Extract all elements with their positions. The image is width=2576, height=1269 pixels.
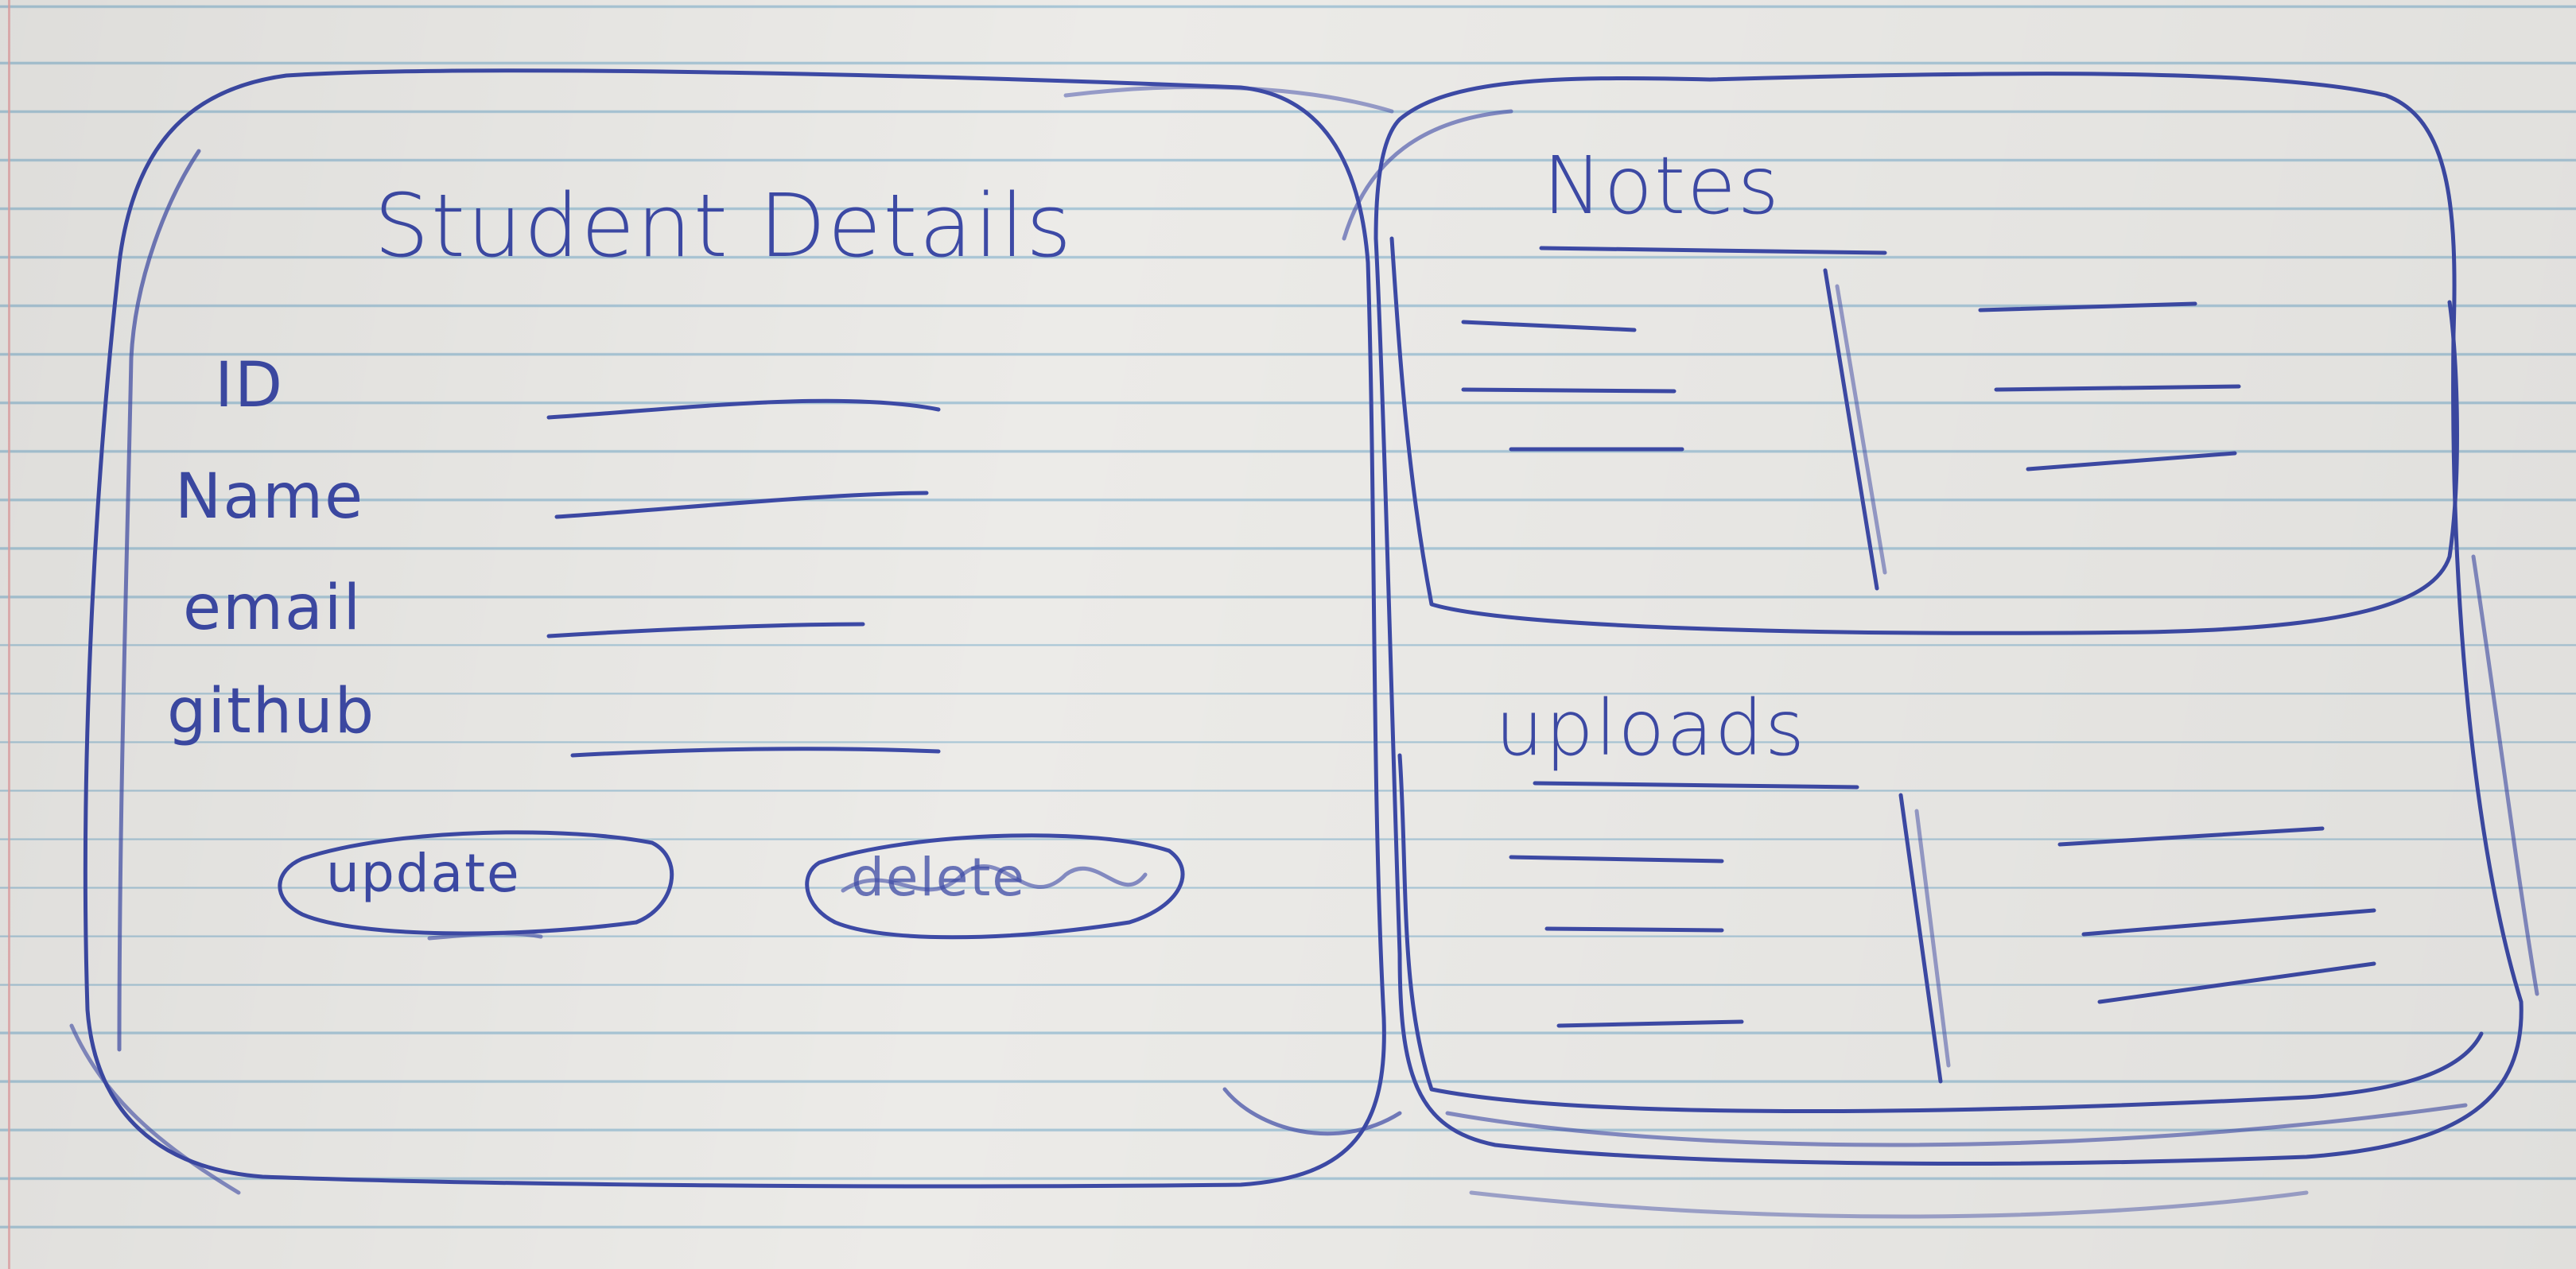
delete-button[interactable]: delete bbox=[851, 847, 1026, 908]
note-line bbox=[1461, 320, 1637, 332]
upload-line bbox=[2097, 961, 2376, 1004]
upload-line bbox=[1509, 855, 1724, 863]
id-field-line bbox=[546, 398, 941, 420]
note-line bbox=[2026, 451, 2237, 472]
upload-line bbox=[1544, 926, 1724, 933]
uploads-title: uploads bbox=[1495, 684, 1806, 773]
right-panel-outline bbox=[1063, 72, 2539, 1219]
name-field-line bbox=[554, 491, 929, 519]
notes-title: Notes bbox=[1543, 139, 1781, 232]
notes-underline bbox=[1539, 246, 1887, 255]
field-label-email: email bbox=[183, 572, 363, 644]
uploads-divider bbox=[1898, 793, 1943, 1084]
notes-box bbox=[1389, 236, 2459, 635]
uploads-box bbox=[1397, 753, 2484, 1113]
note-line bbox=[1994, 384, 2241, 392]
note-line bbox=[1461, 387, 1677, 394]
student-details-title: Student Details bbox=[374, 175, 1074, 277]
update-button[interactable]: update bbox=[326, 843, 521, 904]
uploads-underline bbox=[1533, 781, 1859, 790]
field-label-github: github bbox=[167, 676, 376, 747]
upload-line bbox=[1556, 1019, 1744, 1028]
field-label-id: ID bbox=[215, 350, 285, 421]
notes-divider bbox=[1823, 268, 1879, 591]
field-label-name: Name bbox=[175, 461, 365, 533]
github-field-line bbox=[570, 747, 941, 758]
field-value-lines bbox=[546, 398, 941, 758]
email-field-line bbox=[546, 622, 865, 638]
note-line bbox=[1978, 301, 2197, 312]
button-outlines bbox=[278, 830, 1185, 941]
upload-line bbox=[2057, 826, 2325, 847]
upload-line bbox=[2081, 908, 2376, 937]
margin-line bbox=[8, 0, 10, 1269]
